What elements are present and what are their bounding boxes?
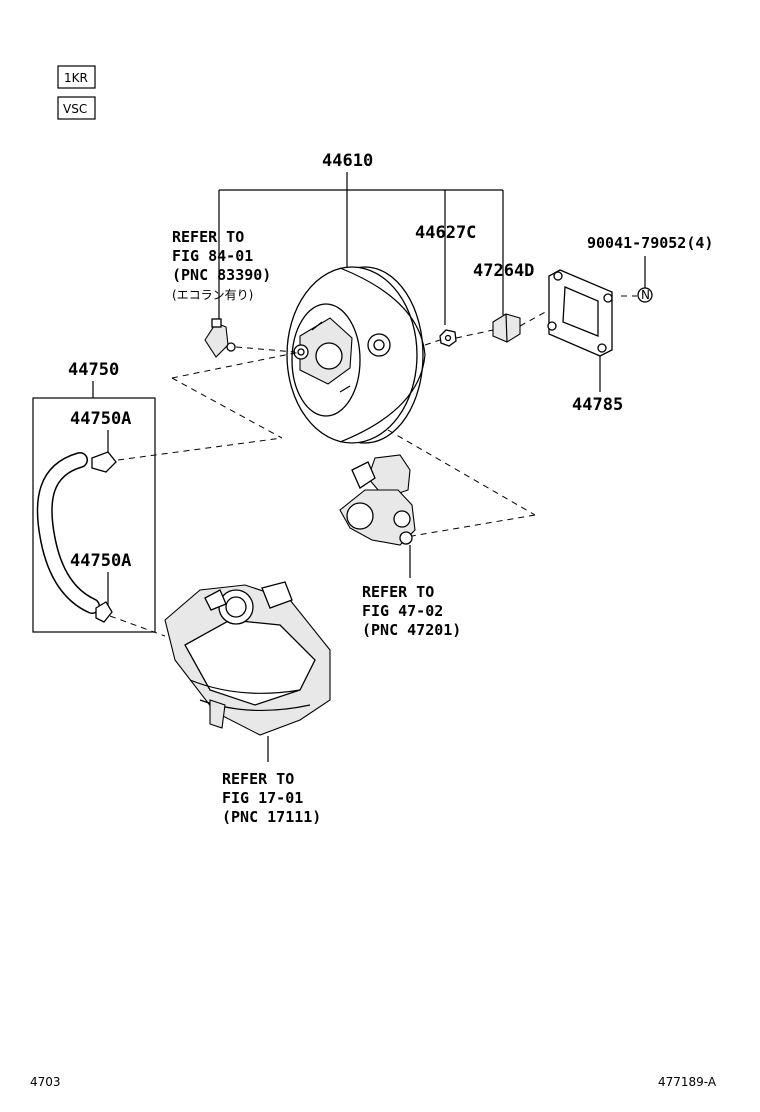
label-gasket: 44785: [572, 395, 623, 415]
label-booster-assy: 44610: [322, 151, 373, 171]
ref-manifold-line1: REFER TO: [222, 770, 294, 788]
vacuum-sensor: [204, 318, 236, 358]
tag-vsc: VSC: [57, 96, 96, 120]
footer-page-code: 4703: [30, 1075, 61, 1089]
brake-booster: [286, 266, 426, 444]
dashed-lines: [109, 309, 550, 637]
vacuum-pump: [339, 454, 416, 546]
label-clip-top: 44750A: [70, 409, 131, 429]
ref-sensor: REFER TO FIG 84-01 (PNC 83390) (エコラン有り): [172, 228, 271, 302]
ref-sensor-line3: (PNC 83390): [172, 266, 271, 284]
hose-clip-top: [91, 451, 117, 473]
check-valve-nut: [439, 329, 457, 347]
label-stud-bolt: 90041-79052(4): [587, 234, 713, 252]
vacuum-hose: [36, 452, 100, 614]
footer-figure-code: 477189-A: [658, 1075, 717, 1089]
ref-pump-line3: (PNC 47201): [362, 621, 461, 639]
intake-manifold: [164, 581, 331, 736]
ref-sensor-line1: REFER TO: [172, 228, 244, 246]
label-hose-assy: 44750: [68, 360, 119, 380]
label-clip-bottom: 44750A: [70, 551, 131, 571]
bracket-part: [492, 313, 521, 343]
ref-pump-line2: FIG 47-02: [362, 602, 443, 620]
ref-manifold-line2: FIG 17-01: [222, 789, 303, 807]
nut-symbol-text: N: [641, 288, 650, 302]
ref-sensor-line2: FIG 84-01: [172, 247, 253, 265]
ref-sensor-note: (エコラン有り): [172, 288, 253, 302]
ref-manifold: REFER TO FIG 17-01 (PNC 17111): [222, 770, 321, 826]
ref-manifold-line3: (PNC 17111): [222, 808, 321, 826]
gasket-part: [547, 269, 613, 357]
nut-symbol: N: [637, 287, 653, 303]
tag-1kr-text: 1KR: [64, 71, 88, 85]
tag-vsc-text: VSC: [63, 102, 87, 116]
hose-group-box: [32, 397, 156, 633]
booster-leader-lines: [218, 172, 504, 338]
label-bracket: 47264D: [473, 261, 534, 281]
label-check-valve: 44627C: [415, 223, 476, 243]
tag-1kr: 1KR: [57, 65, 96, 89]
ref-pump-line1: REFER TO: [362, 583, 434, 601]
ref-pump: REFER TO FIG 47-02 (PNC 47201): [362, 583, 461, 639]
hose-clip-bottom: [95, 601, 113, 623]
